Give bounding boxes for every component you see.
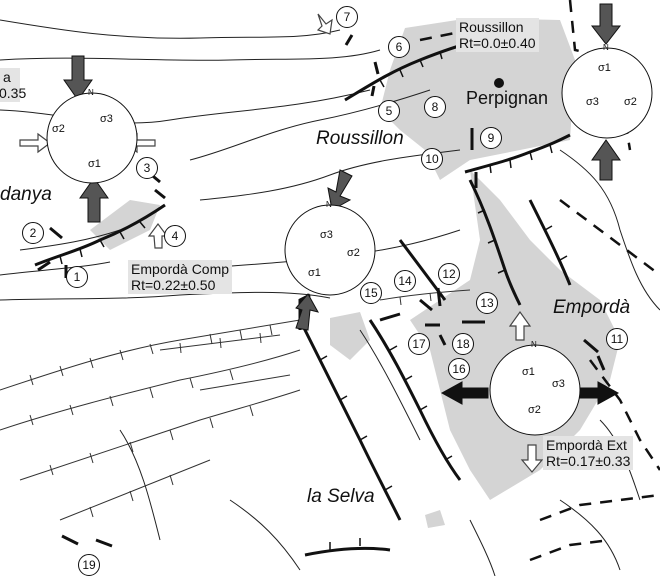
net1-s3: σ3 [100,113,113,125]
net2-s2: σ2 [624,96,637,108]
arrow-right-top-up [591,139,621,181]
net2-s3: σ3 [586,96,599,108]
stress-arrows [63,3,622,331]
dike-ticks [29,292,432,518]
net2-north: N [603,43,609,52]
station-11: 11 [606,328,628,350]
net3-s2: σ2 [347,247,360,259]
station-3: 3 [136,157,158,179]
arrow-right-top-down [590,3,622,45]
box-cerdanya: a 0.35 [0,68,27,102]
net1-s1: σ1 [88,158,101,170]
region-la-selva: la Selva [307,486,375,507]
net4-s2: σ2 [528,404,541,416]
station-15: 15 [360,282,382,304]
station-17: 17 [408,333,430,355]
net3-s3: σ3 [320,229,333,241]
box-roussillon-rt: Rt=0.0±0.40 [459,35,536,51]
station-10: 10 [421,148,443,170]
box-emporda-ext-rt: Rt=0.17±0.33 [546,453,631,469]
net3-s1: σ1 [308,267,321,279]
city-perpignan: Perpignan [466,88,549,108]
net4-north: N [531,340,537,349]
box-cerdanya-rt: 0.35 [0,85,27,101]
net4-s3: σ3 [552,378,565,390]
station-4: 4 [164,225,186,247]
ext-arrows [440,381,620,405]
box-emporda-comp-rt: Rt=0.22±0.50 [131,277,216,293]
net4-s1: σ1 [522,366,535,378]
box-emporda-ext: Empordà Ext Rt=0.17±0.33 [543,436,634,470]
perpignan-dot [494,78,504,88]
box-roussillon-title: Roussillon [459,19,524,35]
station-2: 2 [22,222,44,244]
station-9: 9 [480,127,502,149]
arrow-emporda-comp [295,293,319,331]
arrow-ext-left [440,381,489,405]
station-arrows [37,34,606,548]
station-12: 12 [438,263,460,285]
region-roussillon: Roussillon [316,128,404,149]
net3-north: N [326,200,332,209]
station-8: 8 [424,96,446,118]
station-6: 6 [388,36,410,58]
region-emporda: Empordà [553,297,631,318]
net1-north: N [88,88,94,97]
station-1: 1 [66,266,88,288]
station-19: 19 [78,554,100,576]
station-7: 7 [336,6,358,28]
box-emporda-ext-title: Empordà Ext [546,437,627,453]
station-18: 18 [452,333,474,355]
arrow-cerdanya-up [79,177,109,223]
stereonet-circles [46,47,653,436]
net2-s1: σ1 [598,62,611,74]
net1-s2: σ2 [52,123,65,135]
station-13: 13 [476,292,498,314]
arrow-roussillon-net [327,169,353,211]
station-5: 5 [378,100,400,122]
station-16: 16 [448,358,470,380]
fault-ticks [59,51,568,550]
box-cerdanya-title: a [3,69,11,85]
box-roussillon: Roussillon Rt=0.0±0.40 [456,18,539,52]
box-emporda-comp: Empordà Comp Rt=0.22±0.50 [128,260,233,294]
station-14: 14 [394,270,416,292]
arrow-cerdanya-down [63,55,93,101]
box-emporda-comp-title: Empordà Comp [131,261,230,277]
region-cerdanya: danya [0,184,52,205]
